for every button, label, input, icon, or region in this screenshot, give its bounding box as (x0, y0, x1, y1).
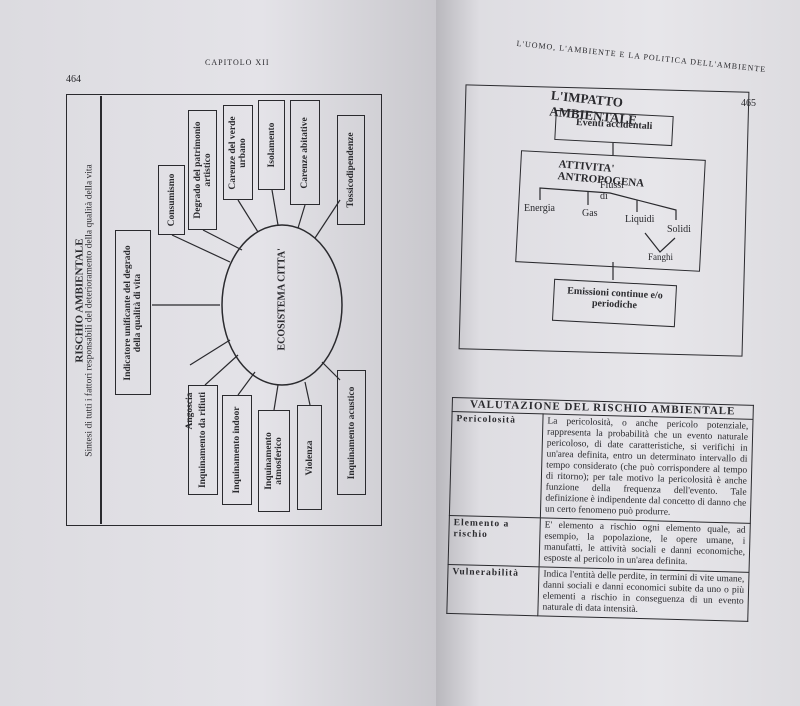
flow-energy: Energia (524, 203, 555, 214)
running-header: CAPITOLO XII (205, 58, 270, 67)
factor-box: Isolamento (258, 100, 285, 190)
page-number: 465 (741, 98, 756, 109)
factor-box: Inquinamento acustico (337, 370, 366, 495)
risk-evaluation-table: VALUTAZIONE DEL RISCHIO AMBIENTALE Peric… (446, 397, 754, 622)
factor-box: Inquinamento indoor (222, 395, 252, 505)
emissions-box: Emissioni continue e/o periodiche (551, 278, 678, 328)
divider (100, 96, 102, 524)
factor-box: Consumismo (158, 165, 185, 235)
factor-box: Tossicodipendenze (337, 115, 365, 225)
left-page: CAPITOLO XII 464 RISCHIO AMBIENTALE Sint… (0, 0, 436, 706)
factor-box: Inquinamento da rifiuti (188, 385, 218, 495)
risk-diagram-frame (66, 94, 382, 526)
right-page: L'UOMO, L'AMBIENTE E LA POLITICA DELL'AM… (436, 0, 800, 706)
flow-gas: Gas (582, 208, 598, 219)
factor-box: Carenze del verde urbano (223, 105, 253, 200)
flow-liquids: Liquidi (625, 214, 655, 225)
flows-label: Flussi di (600, 180, 624, 202)
ecosystem-circle (221, 224, 343, 386)
factor-box: Degrado del patrimonio artistico (188, 110, 217, 230)
factor-box: Violenza (297, 405, 322, 510)
indicator-box: Indicatore unificante del degrado della … (115, 230, 151, 395)
factor-box: Carenze abitative (290, 100, 320, 205)
sludge-label: Fanghi (648, 252, 674, 262)
factor-box: Inquinamento atmosferico (258, 410, 290, 512)
arrows (152, 189, 343, 411)
page-number: 464 (66, 74, 81, 85)
flow-solids: Solidi (667, 224, 691, 235)
